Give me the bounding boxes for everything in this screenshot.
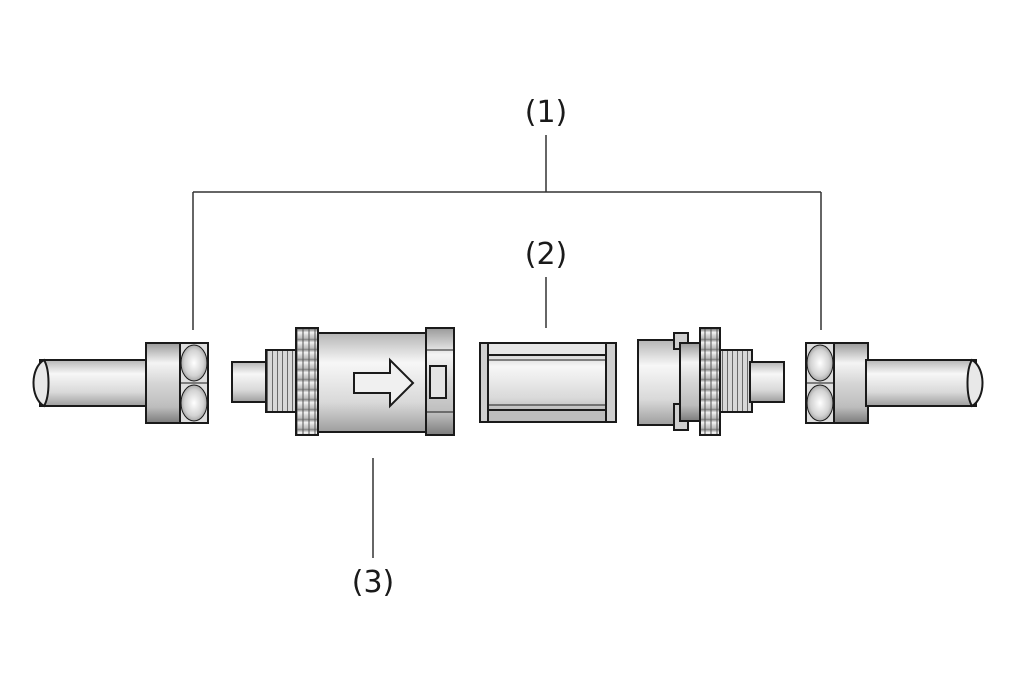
flow-arrow-icon <box>353 357 415 409</box>
right-nut <box>805 342 869 424</box>
left-nut <box>145 342 209 424</box>
callout-label-1: (1) <box>525 95 568 130</box>
filter-cartridge <box>479 342 617 423</box>
receiving-fitting <box>637 327 785 436</box>
leader-lines <box>192 135 822 558</box>
right-pipe <box>865 358 984 408</box>
callout-label-2: (2) <box>525 237 568 272</box>
check-valve-body <box>231 327 455 436</box>
callout-label-3: (3) <box>352 565 395 600</box>
left-pipe <box>32 358 151 408</box>
